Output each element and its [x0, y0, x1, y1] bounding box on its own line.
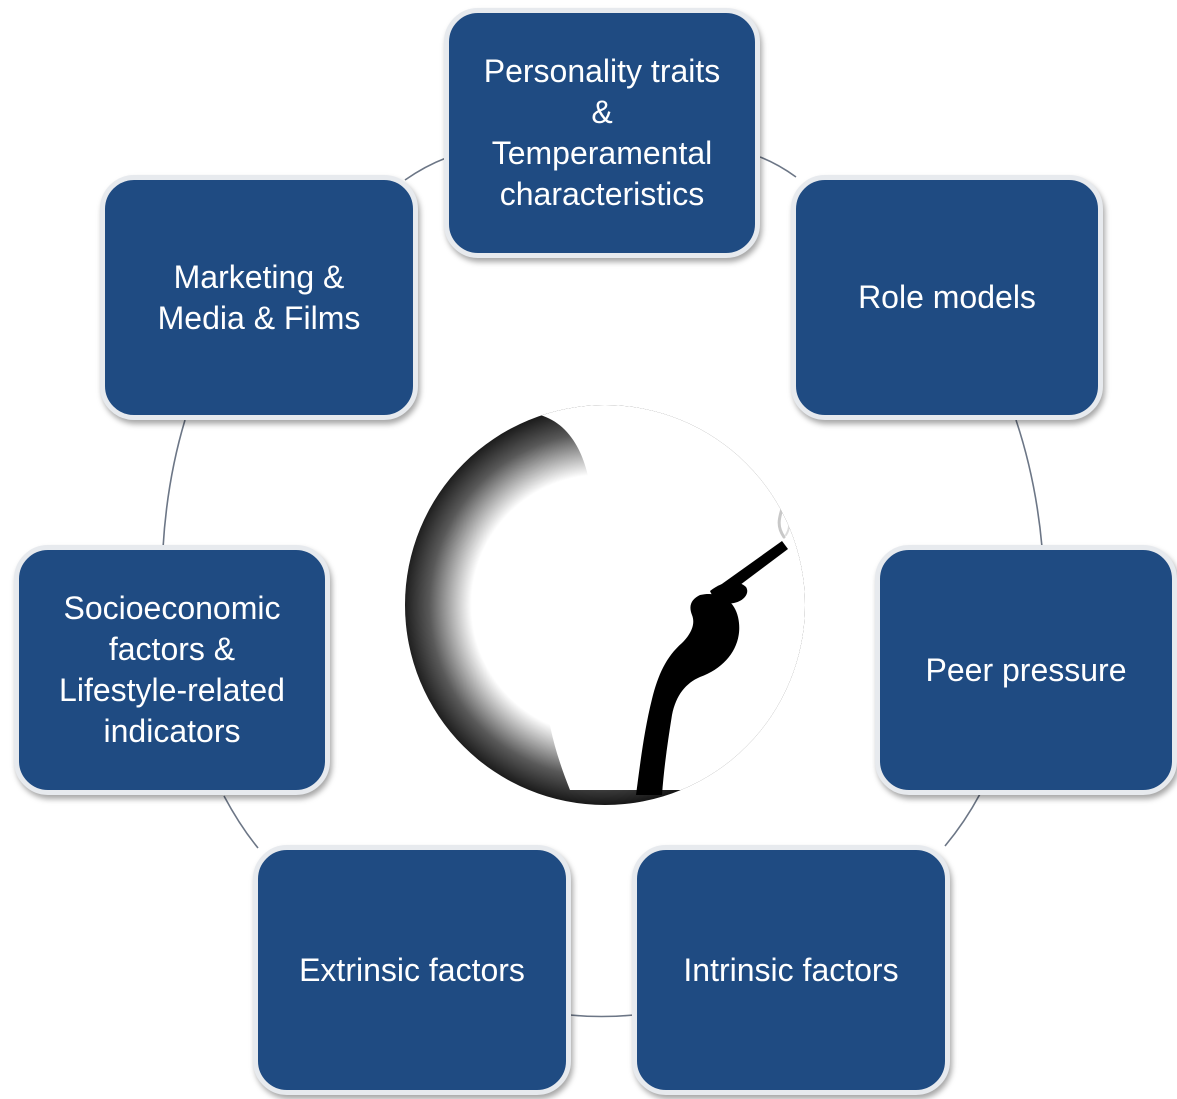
node-role-models-label: Role models — [858, 279, 1036, 315]
face-profile-cutout — [540, 405, 805, 790]
hand-silhouette — [636, 593, 740, 795]
node-personality-traits: Personality traits & Temperamental chara… — [444, 8, 760, 258]
cigarette-icon — [712, 541, 788, 600]
node-marketing-media-label: Marketing & Media & Films — [157, 258, 361, 336]
node-role-models: Role models — [791, 175, 1103, 420]
connector-intrinsic-extrinsic — [569, 1014, 635, 1018]
connector-marketing-personality — [404, 157, 447, 181]
node-intrinsic-factors: Intrinsic factors — [632, 845, 950, 1095]
connector-role-models-peer-pressure — [1015, 419, 1043, 548]
node-peer-pressure: Peer pressure — [875, 545, 1177, 795]
node-marketing-media: Marketing & Media & Films — [100, 175, 418, 420]
node-socioeconomic-factors-label: Socioeconomic factors & Lifestyle-relate… — [59, 590, 285, 749]
connector-socioeconomic-marketing — [162, 419, 186, 549]
connector-peer-pressure-intrinsic — [944, 793, 981, 847]
node-peer-pressure-label: Peer pressure — [925, 651, 1127, 688]
smoking-person-silhouette-icon — [405, 405, 805, 805]
node-personality-traits-label: Personality traits & Temperamental chara… — [483, 53, 721, 212]
connector-extrinsic-socioeconomic — [223, 795, 259, 849]
node-intrinsic-factors-label: Intrinsic factors — [683, 951, 899, 988]
connector-personality-role-models — [759, 156, 797, 178]
node-extrinsic-factors: Extrinsic factors — [253, 845, 571, 1095]
node-extrinsic-factors-label: Extrinsic factors — [299, 951, 525, 988]
node-socioeconomic-factors: Socioeconomic factors & Lifestyle-relate… — [14, 545, 330, 795]
